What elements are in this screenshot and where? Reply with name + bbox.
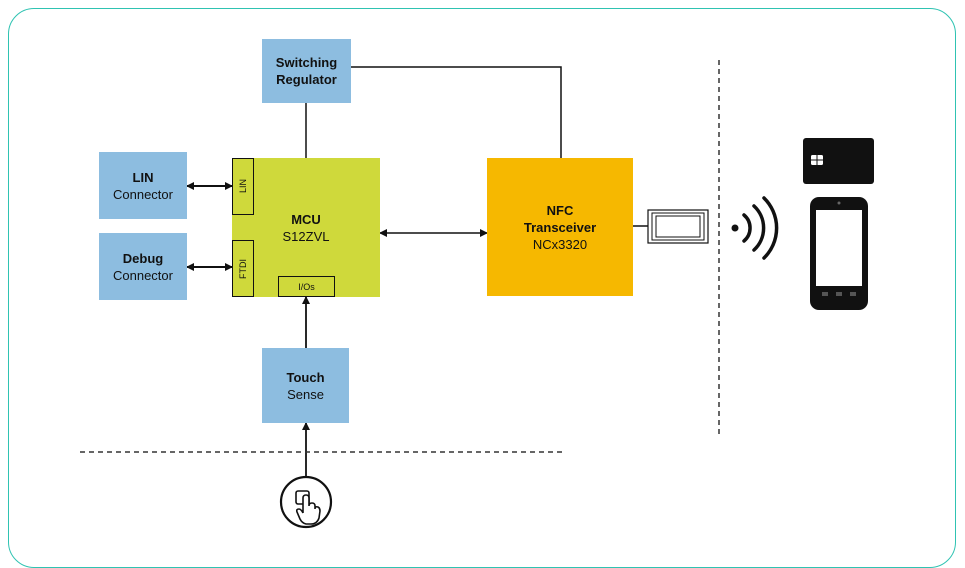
mcu-subtitle: S12ZVL	[282, 228, 330, 244]
debug-title: Debug	[122, 250, 164, 266]
lin-port: LIN	[232, 158, 254, 215]
lin-port-label: LIN	[238, 179, 248, 194]
regulator-title: Switching	[275, 55, 338, 70]
wireless-signal-icon	[731, 196, 779, 260]
touch-sense-block: Touch Sense	[262, 348, 349, 423]
antenna-icon	[647, 209, 709, 244]
connection-lines	[80, 60, 874, 529]
lin-title: LIN	[132, 169, 154, 185]
lin-connector-block: LIN Connector	[99, 152, 187, 219]
smart-card-icon	[803, 138, 874, 184]
ftdi-port-label: FTDI	[238, 258, 248, 279]
debug-subtitle: Connector	[113, 267, 173, 283]
switching-regulator-block: Switching Regulator	[262, 39, 351, 103]
nfc-transceiver-block: NFC Transceiver NCx3320	[487, 158, 633, 296]
mcu-title: MCU	[291, 211, 321, 227]
regulator-subtitle: Regulator	[276, 72, 337, 87]
nfc-subtitle: NCx3320	[532, 236, 588, 252]
nfc-title: NFC	[546, 202, 574, 218]
ios-port-label: I/Os	[298, 281, 315, 292]
nfc-title2: Transceiver	[523, 219, 597, 235]
finger-touch-icon	[279, 475, 333, 529]
debug-connector-block: Debug Connector	[99, 233, 187, 300]
touch-subtitle: Sense	[287, 386, 324, 402]
regulator-nfc-wire	[351, 66, 562, 158]
touch-title: Touch	[286, 369, 325, 385]
smartphone-icon	[810, 197, 868, 310]
ftdi-port: FTDI	[232, 240, 254, 297]
ios-port: I/Os	[278, 276, 335, 297]
mcu-block: MCU S12ZVL	[232, 158, 380, 297]
lin-subtitle: Connector	[113, 186, 173, 202]
